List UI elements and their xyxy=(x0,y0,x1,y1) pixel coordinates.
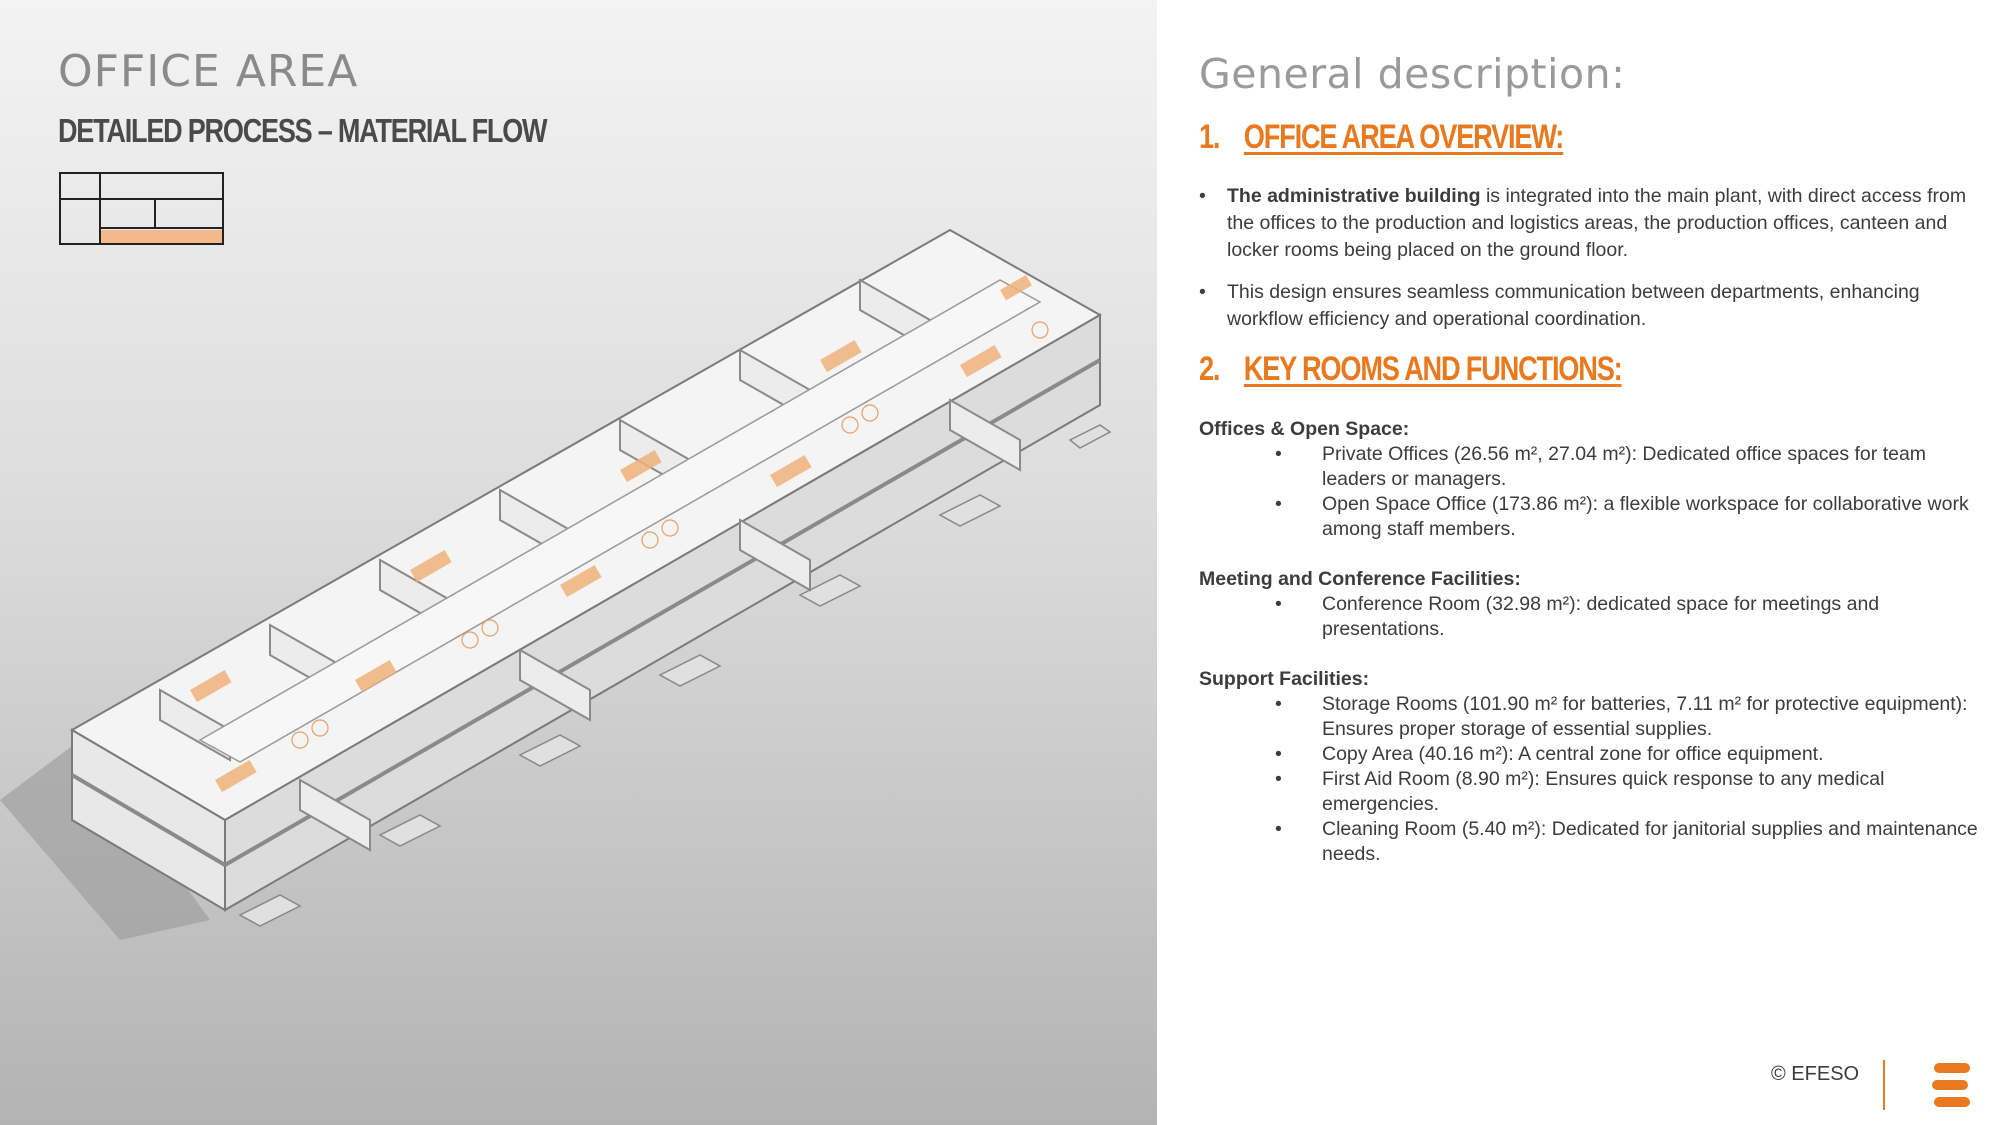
isometric-building-drawing xyxy=(0,228,1112,940)
overview-item: The administrative building is integrate… xyxy=(1199,183,1984,264)
right-panel: General description: 1. OFFICE AREA OVERV… xyxy=(1157,0,2000,1125)
section-title: KEY ROOMS AND FUNCTIONS: xyxy=(1243,350,1623,388)
room-item: Copy Area (40.16 m²): A central zone for… xyxy=(1199,742,1989,767)
group-title: Support Facilities: xyxy=(1199,668,1370,690)
room-group-meeting: Meeting and Conference Facilities: Confe… xyxy=(1199,567,1989,642)
key-plan-icon xyxy=(59,172,224,245)
overview-text: is integrated into the main plant, with … xyxy=(1227,185,1967,261)
room-item: Open Space Office (173.86 m²): a flexibl… xyxy=(1199,492,1989,542)
group-title: Offices & Open Space: xyxy=(1199,418,1410,440)
room-groups: Offices & Open Space: Private Offices (2… xyxy=(1199,417,1989,892)
copyright: © EFESO xyxy=(1771,1063,1860,1085)
section-number: 2. xyxy=(1199,350,1220,388)
room-item: Conference Room (32.98 m²): dedicated sp… xyxy=(1199,592,1989,642)
group-title: Meeting and Conference Facilities: xyxy=(1199,568,1521,590)
room-item: Private Offices (26.56 m², 27.04 m²): De… xyxy=(1199,442,1989,492)
section-title: OFFICE AREA OVERVIEW: xyxy=(1243,118,1565,156)
room-list: Private Offices (26.56 m², 27.04 m²): De… xyxy=(1199,442,1989,542)
section-number: 1. xyxy=(1199,118,1220,156)
room-group-support: Support Facilities: Storage Rooms (101.9… xyxy=(1199,667,1989,867)
room-item: Cleaning Room (5.40 m²): Dedicated for j… xyxy=(1199,817,1989,867)
section-1-heading: 1. OFFICE AREA OVERVIEW: xyxy=(1199,118,1565,157)
overview-item: This design ensures seamless communicati… xyxy=(1199,279,1984,333)
general-description-heading: General description: xyxy=(1199,50,1626,98)
room-item: First Aid Room (8.90 m²): Ensures quick … xyxy=(1199,767,1989,817)
overview-bold-text: The administrative building xyxy=(1227,185,1481,207)
page-title: OFFICE AREA xyxy=(58,46,359,97)
room-group-offices: Offices & Open Space: Private Offices (2… xyxy=(1199,417,1989,542)
overview-text: This design ensures seamless communicati… xyxy=(1227,281,1920,330)
page-subtitle: DETAILED PROCESS – MATERIAL FLOW xyxy=(58,112,548,149)
footer-divider xyxy=(1883,1060,1885,1110)
left-panel: OFFICE AREA DETAILED PROCESS – MATERIAL … xyxy=(0,0,1157,1125)
efeso-logo-icon xyxy=(1932,1063,1970,1107)
room-item: Storage Rooms (101.90 m² for batteries, … xyxy=(1199,692,1989,742)
section-2-heading: 2. KEY ROOMS AND FUNCTIONS: xyxy=(1199,350,1623,389)
room-list: Storage Rooms (101.90 m² for batteries, … xyxy=(1199,692,1989,867)
room-list: Conference Room (32.98 m²): dedicated sp… xyxy=(1199,592,1989,642)
overview-list: The administrative building is integrate… xyxy=(1199,183,1984,333)
